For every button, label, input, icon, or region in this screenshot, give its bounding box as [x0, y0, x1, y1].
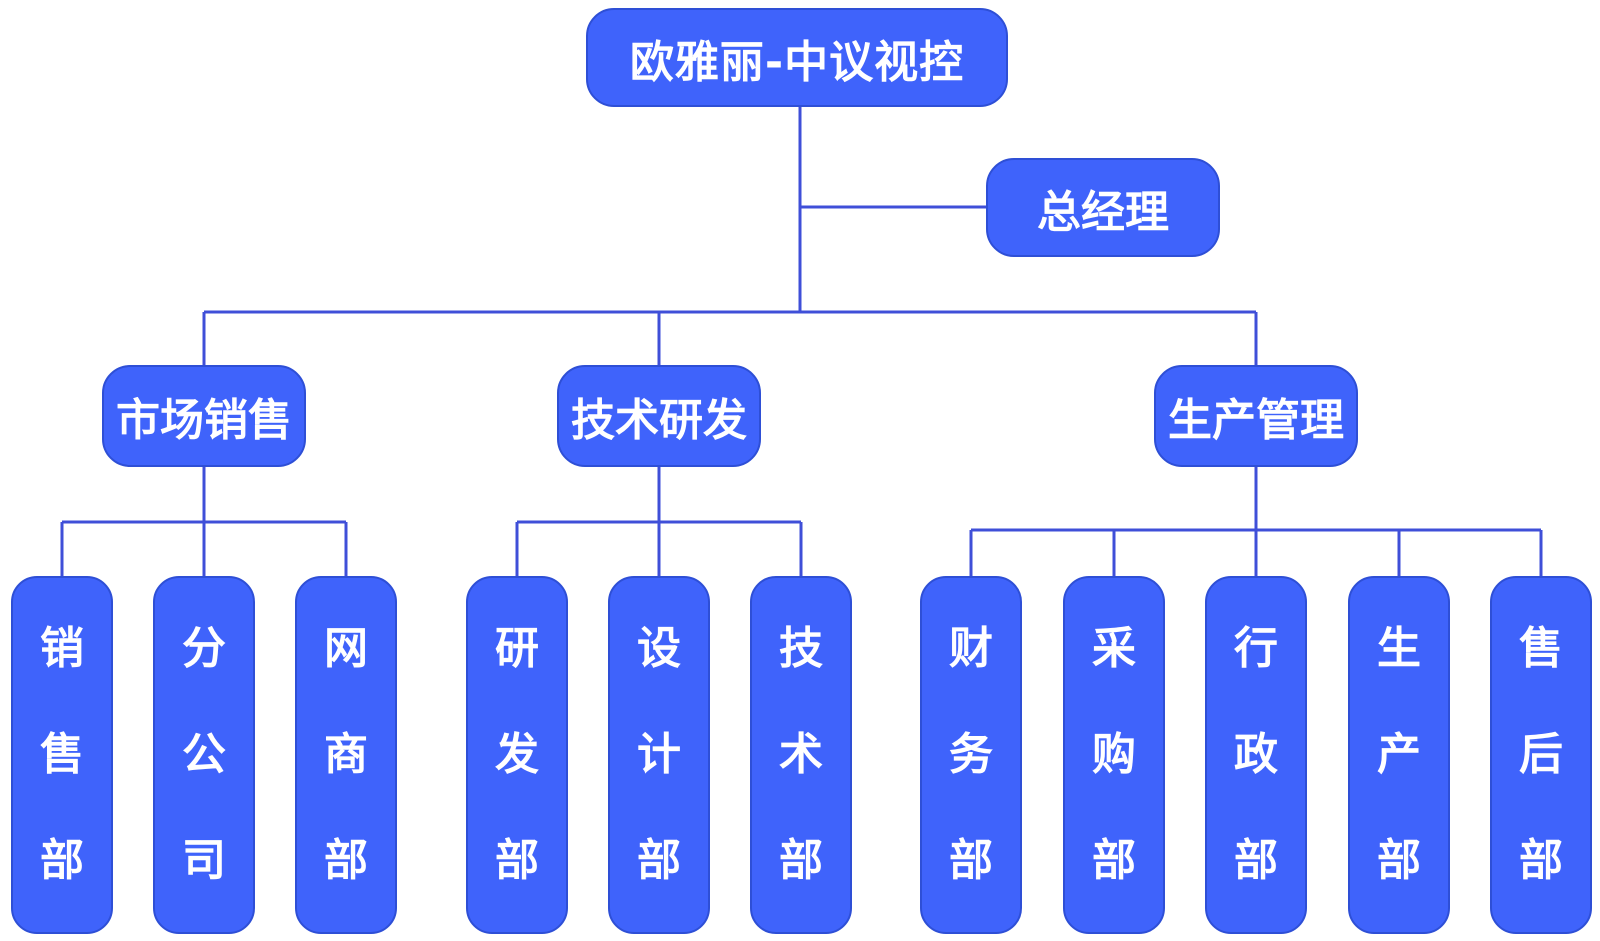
- department-char: 技: [779, 623, 823, 674]
- department-node: 采 购 部: [1063, 576, 1165, 934]
- division-label: 技术研发: [571, 395, 747, 446]
- department-char: 部: [495, 835, 539, 886]
- department-node: 技 术 部: [750, 576, 852, 934]
- department-char: 术: [779, 729, 823, 780]
- division-node-production-management: 生产管理: [1154, 365, 1358, 467]
- department-char: 采: [1092, 623, 1136, 674]
- department-char: 政: [1234, 729, 1278, 780]
- department-char: 售: [40, 729, 84, 780]
- department-char: 公: [182, 729, 226, 780]
- department-node: 财 务 部: [920, 576, 1022, 934]
- department-char: 后: [1519, 729, 1563, 780]
- department-char: 部: [40, 835, 84, 886]
- department-char: 部: [1092, 835, 1136, 886]
- department-char: 部: [1377, 835, 1421, 886]
- department-node: 分 公 司: [153, 576, 255, 934]
- root-node: 欧雅丽-中议视控: [586, 8, 1008, 107]
- department-char: 部: [949, 835, 993, 886]
- division-label: 生产管理: [1168, 395, 1344, 446]
- department-node: 设 计 部: [608, 576, 710, 934]
- department-char: 部: [1234, 835, 1278, 886]
- department-char: 计: [637, 729, 681, 780]
- department-node: 网 商 部: [295, 576, 397, 934]
- department-char: 产: [1377, 729, 1421, 780]
- department-char: 部: [779, 835, 823, 886]
- general-manager-node: 总经理: [986, 158, 1220, 257]
- division-node-marketing-sales: 市场销售: [102, 365, 306, 467]
- department-node: 生 产 部: [1348, 576, 1450, 934]
- department-char: 分: [182, 623, 226, 674]
- department-char: 务: [949, 729, 993, 780]
- department-char: 司: [182, 835, 226, 886]
- department-char: 设: [637, 623, 681, 674]
- department-char: 部: [1519, 835, 1563, 886]
- department-char: 销: [40, 623, 84, 674]
- division-node-tech-rd: 技术研发: [557, 365, 761, 467]
- department-char: 生: [1377, 623, 1421, 674]
- general-manager-label: 总经理: [1037, 186, 1169, 238]
- department-char: 发: [495, 729, 539, 780]
- department-node: 行 政 部: [1205, 576, 1307, 934]
- division-label: 市场销售: [116, 395, 292, 446]
- department-char: 部: [637, 835, 681, 886]
- root-label: 欧雅丽-中议视控: [629, 36, 965, 88]
- department-char: 财: [949, 623, 993, 674]
- department-node: 售 后 部: [1490, 576, 1592, 934]
- department-node: 销 售 部: [11, 576, 113, 934]
- department-node: 研 发 部: [466, 576, 568, 934]
- department-char: 购: [1092, 729, 1136, 780]
- department-char: 部: [324, 835, 368, 886]
- department-char: 研: [495, 623, 539, 674]
- department-char: 商: [324, 729, 368, 780]
- department-char: 行: [1234, 623, 1278, 674]
- department-char: 网: [324, 623, 368, 674]
- department-char: 售: [1519, 623, 1563, 674]
